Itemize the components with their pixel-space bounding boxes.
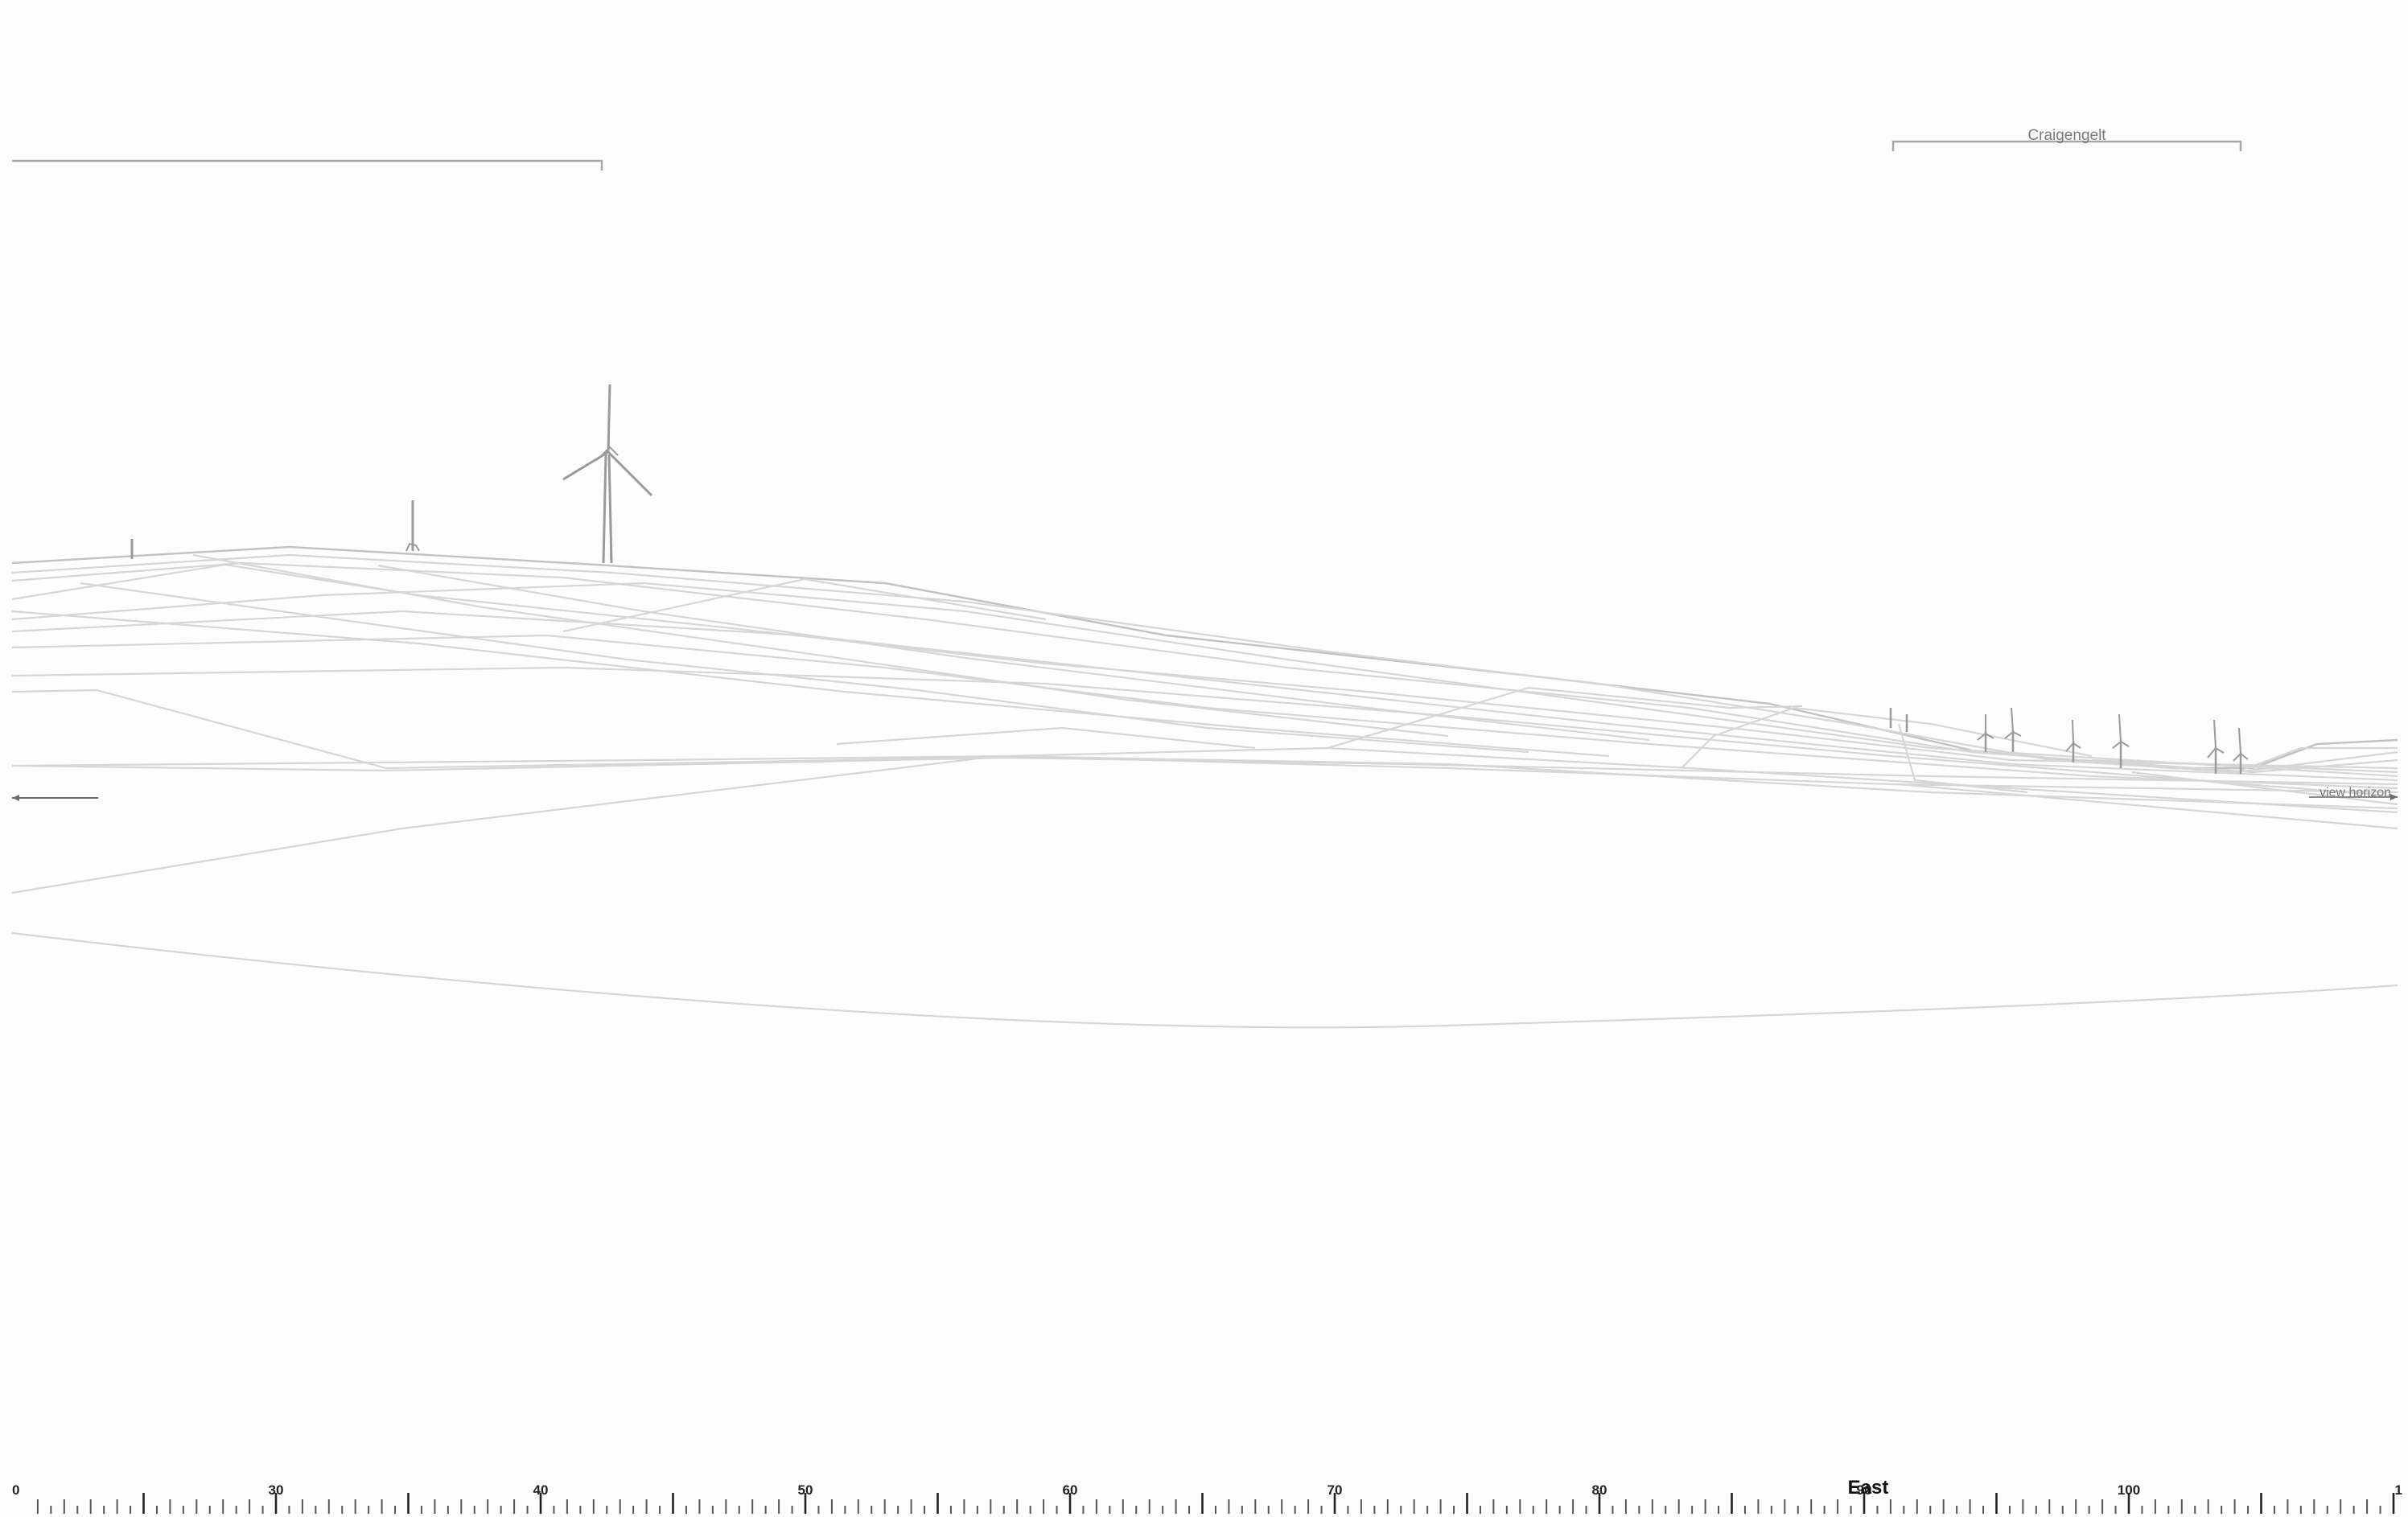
wind-turbine-icon <box>2065 719 2081 763</box>
windfarm-extent-bracket-craigengelt: Craigengelt <box>1891 127 2242 151</box>
windfarm-extent-bracket-left <box>12 159 603 171</box>
view-horizon-marker-left <box>12 795 98 801</box>
scale-tick-label: 80 <box>1592 1482 1607 1498</box>
windfarm-label: Craigengelt <box>2027 127 2106 144</box>
scale-tick-label: 100 <box>2118 1482 2140 1498</box>
scale-tick-label: 0 <box>12 1482 19 1498</box>
scale-tick-label: 60 <box>1063 1482 1078 1498</box>
scale-tick-label: 30 <box>269 1482 284 1498</box>
scale-tick-label: 90 <box>1857 1482 1872 1498</box>
wind-turbine-icon <box>562 384 653 564</box>
wind-turbine-icon <box>2233 727 2249 774</box>
wind-turbine-icon <box>2207 719 2225 774</box>
wind-turbine-icon <box>2112 713 2130 768</box>
bearing-scale: 0 30 40 50 60 70 80 90 100 1 <box>12 1482 2402 1514</box>
view-horizon-marker-right: view horizon <box>2309 786 2398 800</box>
wind-turbine-icon <box>1977 714 1994 752</box>
view-horizon-label: view horizon <box>2320 786 2391 800</box>
scale-tick-label: 1 <box>2395 1482 2402 1498</box>
scale-tick-label: 70 <box>1327 1482 1343 1498</box>
terrain-wireframe <box>11 545 2398 1029</box>
direction-label-east: East <box>1848 1477 1889 1498</box>
wind-turbine-icon <box>405 500 420 552</box>
wind-turbine-icon <box>2004 707 2022 752</box>
scale-tick-label: 50 <box>798 1482 813 1498</box>
scale-tick-label: 40 <box>533 1482 549 1498</box>
